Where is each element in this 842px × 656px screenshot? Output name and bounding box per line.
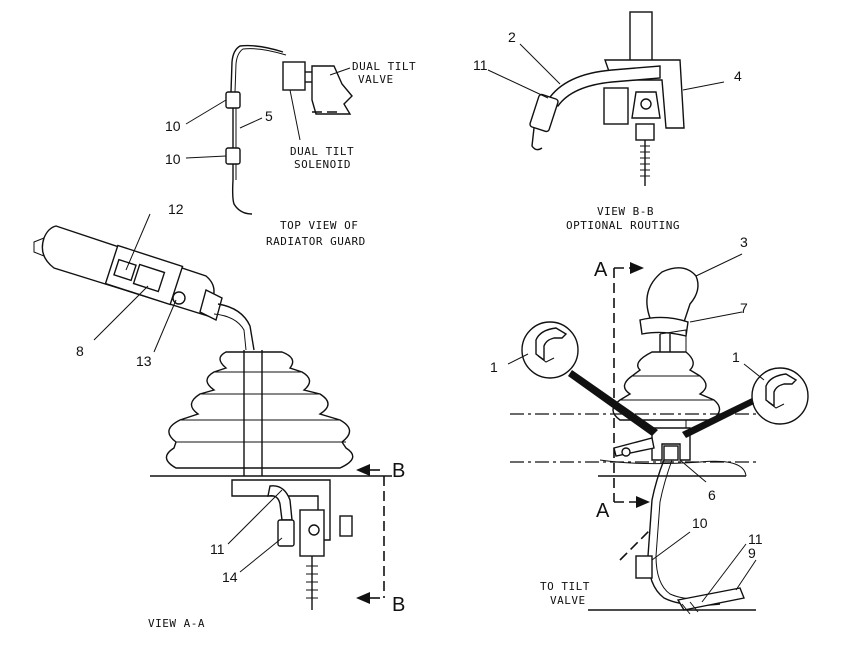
bracket-6 <box>651 427 691 461</box>
callout-11-right: 11 <box>748 531 763 547</box>
top-view-title-2: RADIATOR GUARD <box>266 235 366 248</box>
top-view-title-1: TOP VIEW OF <box>280 219 358 232</box>
section-a-top: A <box>594 259 608 281</box>
section-b-top: B <box>392 460 405 482</box>
dual-tilt-valve <box>311 65 353 115</box>
dual-tilt-valve-label-2: VALVE <box>358 73 394 86</box>
callout-8: 8 <box>76 343 84 359</box>
to-tilt-label-2: VALVE <box>550 594 586 607</box>
view-aa-title: VIEW A-A <box>148 617 205 630</box>
sleeve-11-bb <box>529 93 559 133</box>
callout-12: 12 <box>168 201 184 217</box>
view-bb-optional-routing <box>487 11 725 186</box>
switch-12 <box>113 258 137 282</box>
right-assembly <box>507 253 809 615</box>
to-tilt-label-1: TO TILT <box>540 580 590 593</box>
connector-10-right <box>635 555 653 579</box>
handle-3 <box>646 267 699 329</box>
callout-9: 9 <box>748 545 756 561</box>
connector-upper <box>225 91 241 109</box>
callout-10-bottom: 10 <box>165 151 181 167</box>
callout-5: 5 <box>265 108 273 124</box>
dual-tilt-solenoid-label-2: SOLENOID <box>294 158 351 171</box>
callout-14: 14 <box>222 569 238 585</box>
view-aa <box>33 213 392 610</box>
callout-6: 6 <box>708 487 716 503</box>
callout-7: 7 <box>740 300 748 316</box>
dual-tilt-solenoid <box>282 61 306 91</box>
callout-4: 4 <box>734 68 742 84</box>
callout-1-left: 1 <box>490 359 498 375</box>
callout-10-top: 10 <box>165 118 181 134</box>
top-view-radiator-guard <box>185 44 353 215</box>
dual-tilt-solenoid-label-1: DUAL TILT <box>290 145 354 158</box>
section-a-bottom: A <box>596 500 610 522</box>
callout-10-right: 10 <box>692 515 708 531</box>
view-bb-title-1: VIEW B-B <box>597 205 654 218</box>
section-b-bottom: B <box>392 594 405 616</box>
callout-3: 3 <box>740 234 748 250</box>
harness-9 <box>676 587 745 611</box>
callout-13: 13 <box>136 353 152 369</box>
callout-11-aa: 11 <box>210 541 225 557</box>
rubber-boot <box>165 351 354 469</box>
callout-11-bb: 11 <box>473 57 488 73</box>
connector-lower <box>225 147 241 165</box>
dual-tilt-valve-label-1: DUAL TILT <box>352 60 416 73</box>
tube-2 <box>547 65 661 107</box>
callout-1-right: 1 <box>732 349 740 365</box>
callout-2: 2 <box>508 29 516 45</box>
view-bb-title-2: OPTIONAL ROUTING <box>566 219 680 232</box>
